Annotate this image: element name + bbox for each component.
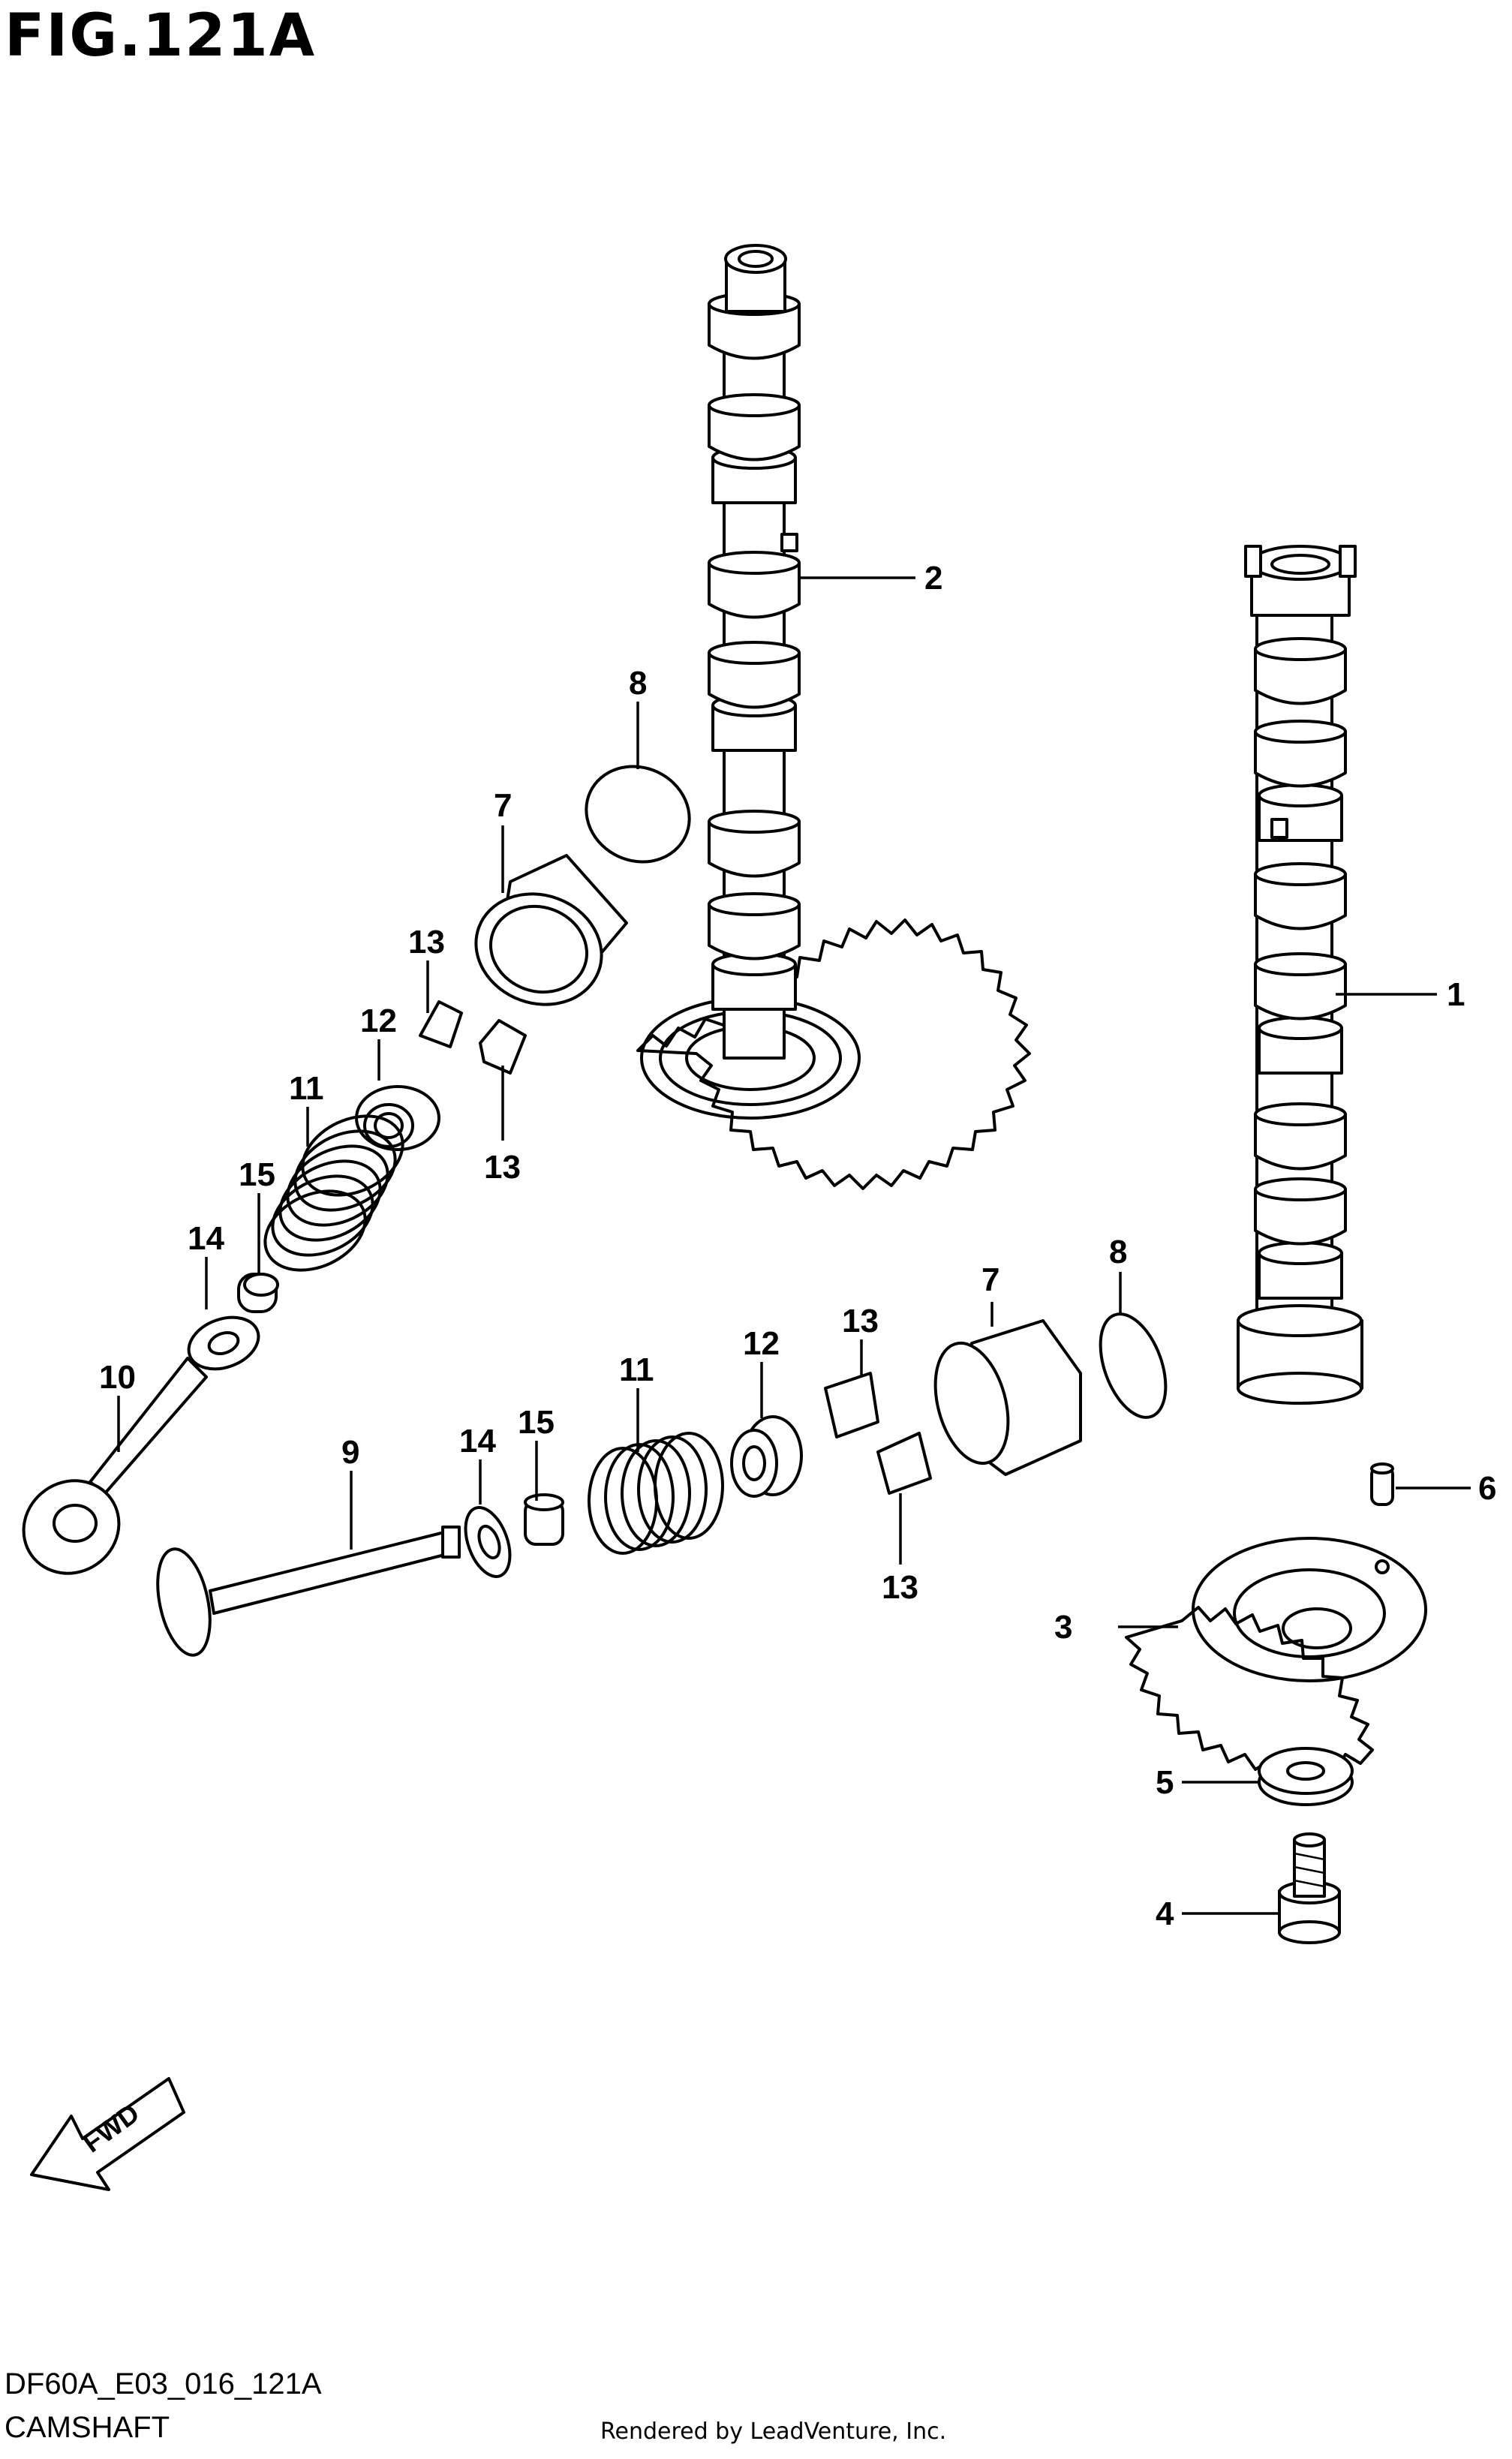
shim-upper xyxy=(585,765,691,864)
callout-labels: 1 2 3 4 5 6 7 7 8 8 9 10 11 11 12 12 13 … xyxy=(99,560,1496,1932)
callout-15-lower: 15 xyxy=(518,1404,555,1441)
callout-5: 5 xyxy=(1156,1764,1174,1801)
callout-15-upper: 15 xyxy=(239,1156,275,1193)
spring-seat-lower xyxy=(464,1506,512,1578)
callout-8-lower: 8 xyxy=(1109,1234,1127,1270)
valve-cotter-lower-a xyxy=(824,1372,879,1438)
valve-cotter-upper-a xyxy=(419,1000,463,1048)
dowel-pin xyxy=(1370,1462,1394,1506)
tappet-upper xyxy=(474,854,628,1006)
callout-13-lower-b: 13 xyxy=(882,1569,918,1606)
valve-spring-lower xyxy=(588,1432,724,1555)
callout-11-lower: 11 xyxy=(619,1351,654,1388)
forward-direction-arrow: FWD xyxy=(30,2077,185,2191)
camshaft-sprocket-integrated xyxy=(636,918,1031,1190)
callout-6: 6 xyxy=(1478,1470,1496,1507)
camshaft-intake xyxy=(1237,545,1363,1405)
callout-7-lower: 7 xyxy=(981,1261,999,1298)
callout-9: 9 xyxy=(341,1434,359,1471)
callout-2: 2 xyxy=(924,560,942,597)
callout-1: 1 xyxy=(1447,976,1465,1013)
diagram-code: DF60A_E03_016_121A xyxy=(5,2367,322,2400)
tappet-lower xyxy=(933,1319,1082,1476)
figure-title: FIG.121A xyxy=(5,2,316,70)
camshaft-sprocket xyxy=(1125,1537,1427,1774)
valve-exhaust xyxy=(22,1357,208,1575)
valve-stem-seal-lower xyxy=(524,1493,564,1546)
callout-10: 10 xyxy=(99,1359,136,1396)
valve-intake xyxy=(156,1526,461,1657)
camshaft-exhaust xyxy=(636,244,1031,1190)
callout-13-upper-b: 13 xyxy=(484,1149,521,1186)
callout-14-upper: 14 xyxy=(188,1220,224,1257)
callout-3: 3 xyxy=(1054,1609,1072,1646)
spring-seat-upper xyxy=(187,1315,260,1371)
callout-8-upper: 8 xyxy=(629,665,647,702)
valve-stem-seal-upper xyxy=(237,1273,279,1313)
sprocket-washer xyxy=(1258,1747,1354,1806)
callout-12-upper: 12 xyxy=(360,1003,397,1039)
callout-13-upper-a: 13 xyxy=(408,924,445,960)
valve-spring-upper xyxy=(263,1114,404,1272)
leader-lines xyxy=(117,576,1471,1915)
diagram-caption: CAMSHAFT xyxy=(5,2411,170,2444)
render-credit: Rendered by LeadVenture, Inc. xyxy=(600,2418,946,2445)
callout-12-lower: 12 xyxy=(743,1325,780,1362)
callout-4: 4 xyxy=(1156,1895,1174,1932)
callout-13-lower-a: 13 xyxy=(842,1303,879,1339)
shim-lower xyxy=(1099,1312,1168,1419)
spring-retainer-lower xyxy=(730,1415,803,1498)
valve-cotter-lower-b xyxy=(876,1432,932,1495)
callout-7-upper: 7 xyxy=(494,787,512,824)
sprocket-bolt xyxy=(1278,1832,1341,1944)
callout-11-upper: 11 xyxy=(289,1070,324,1107)
valve-cotter-upper-b xyxy=(479,1019,527,1075)
callout-14-lower: 14 xyxy=(459,1423,496,1459)
spring-retainer-upper xyxy=(355,1085,440,1151)
